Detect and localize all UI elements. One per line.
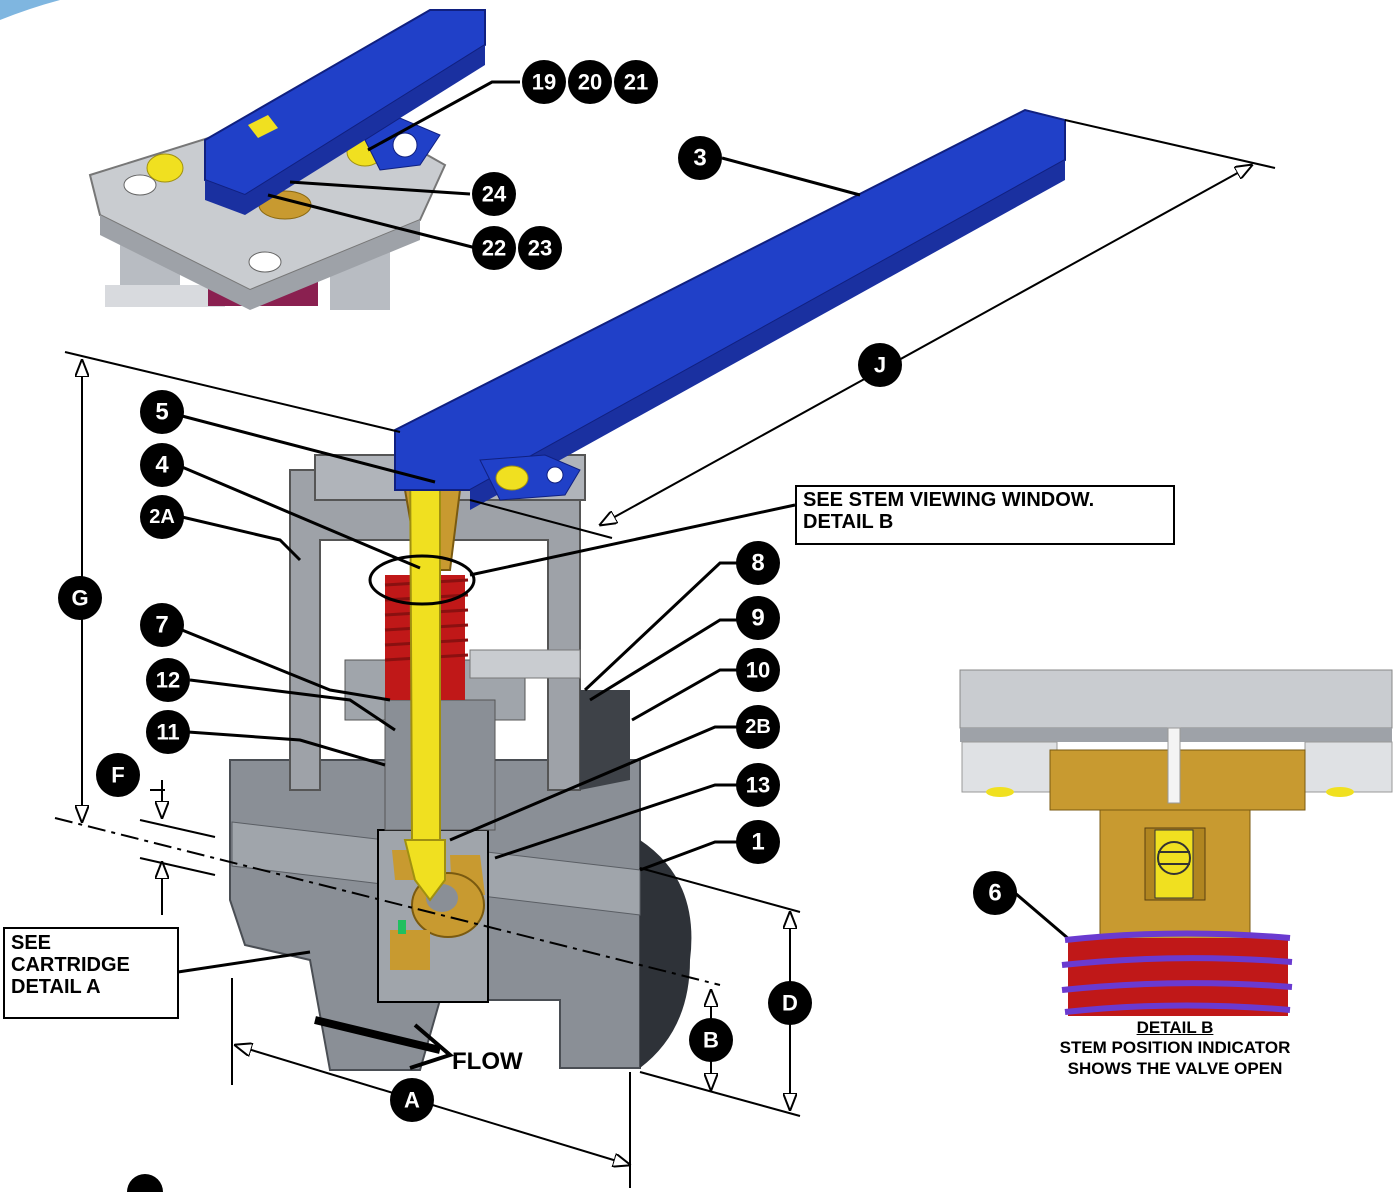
callout-7: 7 xyxy=(140,603,184,647)
svg-text:10: 10 xyxy=(746,658,770,683)
detail-b-title: DETAIL B xyxy=(1136,1018,1214,1037)
callout-19: 19 xyxy=(522,60,566,104)
callout-1: 1 xyxy=(736,820,780,864)
flow-arrow xyxy=(314,1016,455,1070)
svg-text:11: 11 xyxy=(156,720,179,745)
cartridge-note-line3: DETAIL A xyxy=(11,976,101,998)
dimension-g: G xyxy=(58,576,102,620)
callout-8: 8 xyxy=(736,541,780,585)
callout-12: 12 xyxy=(146,658,190,702)
svg-text:22: 22 xyxy=(482,236,506,261)
partial-callout xyxy=(127,1174,163,1197)
stem-window-note-line1: SEE STEM VIEWING WINDOW. xyxy=(803,489,1095,511)
dimension-f: F xyxy=(96,753,140,797)
detail-b-line2: SHOWS THE VALVE OPEN xyxy=(1067,1058,1283,1078)
svg-text:24: 24 xyxy=(482,182,507,207)
callout-20: 20 xyxy=(568,60,612,104)
cartridge-note: SEE CARTRIDGE DETAIL A xyxy=(3,927,179,1019)
flow-label: FLOW xyxy=(452,1048,523,1075)
centerline xyxy=(54,817,721,986)
callout-23: 23 xyxy=(518,226,562,270)
callout-24: 24 xyxy=(472,172,516,216)
cartridge-note-line1: SEE xyxy=(11,932,52,954)
detail-b-caption: DETAIL B STEM POSITION INDICATOR SHOWS T… xyxy=(1000,1018,1350,1079)
callout-10: 10 xyxy=(736,648,780,692)
callout-11: 11 xyxy=(146,710,190,754)
svg-text:5: 5 xyxy=(155,399,168,426)
callout-9: 9 xyxy=(736,596,780,640)
svg-text:23: 23 xyxy=(528,236,552,261)
dimension-a: A xyxy=(390,1078,434,1122)
svg-text:7: 7 xyxy=(155,612,168,639)
stem-window-note: SEE STEM VIEWING WINDOW. DETAIL B xyxy=(795,485,1175,545)
dimension-d: D xyxy=(768,981,812,1025)
detail-b-illustration xyxy=(959,669,1393,1016)
detail-b-line1: STEM POSITION INDICATOR xyxy=(1059,1038,1291,1058)
svg-text:2A: 2A xyxy=(149,506,175,528)
svg-text:9: 9 xyxy=(751,605,764,632)
svg-text:B: B xyxy=(703,1028,719,1053)
svg-text:G: G xyxy=(71,586,88,611)
svg-text:12: 12 xyxy=(156,668,180,693)
callout-22: 22 xyxy=(472,226,516,270)
callout-2b: 2B xyxy=(736,705,780,749)
svg-text:F: F xyxy=(111,763,124,788)
top-inset-illustration xyxy=(88,9,486,310)
svg-text:6: 6 xyxy=(988,880,1001,907)
callout-5: 5 xyxy=(140,390,184,434)
dimension-j: J xyxy=(858,343,902,387)
cartridge-note-line2: CARTRIDGE xyxy=(11,954,130,976)
dimension-b: B xyxy=(689,1018,733,1062)
callout-21: 21 xyxy=(614,60,658,104)
callout-6: 6 xyxy=(973,871,1017,915)
svg-text:3: 3 xyxy=(693,145,706,172)
svg-text:4: 4 xyxy=(155,452,169,479)
svg-text:A: A xyxy=(404,1088,420,1113)
svg-text:J: J xyxy=(874,353,886,378)
svg-text:8: 8 xyxy=(751,550,764,577)
svg-text:19: 19 xyxy=(532,70,556,95)
corner-accent xyxy=(0,0,60,20)
svg-text:21: 21 xyxy=(624,70,648,95)
callout-13: 13 xyxy=(736,763,780,807)
svg-text:D: D xyxy=(782,991,798,1016)
svg-text:13: 13 xyxy=(746,773,770,798)
svg-text:2B: 2B xyxy=(745,716,771,738)
callout-3: 3 xyxy=(678,136,722,180)
svg-text:1: 1 xyxy=(751,829,764,856)
stem-window-note-line2: DETAIL B xyxy=(803,511,894,533)
callout-4: 4 xyxy=(140,443,184,487)
leader-lines xyxy=(177,80,1071,974)
svg-text:20: 20 xyxy=(578,70,602,95)
callout-2a: 2A xyxy=(140,495,184,539)
